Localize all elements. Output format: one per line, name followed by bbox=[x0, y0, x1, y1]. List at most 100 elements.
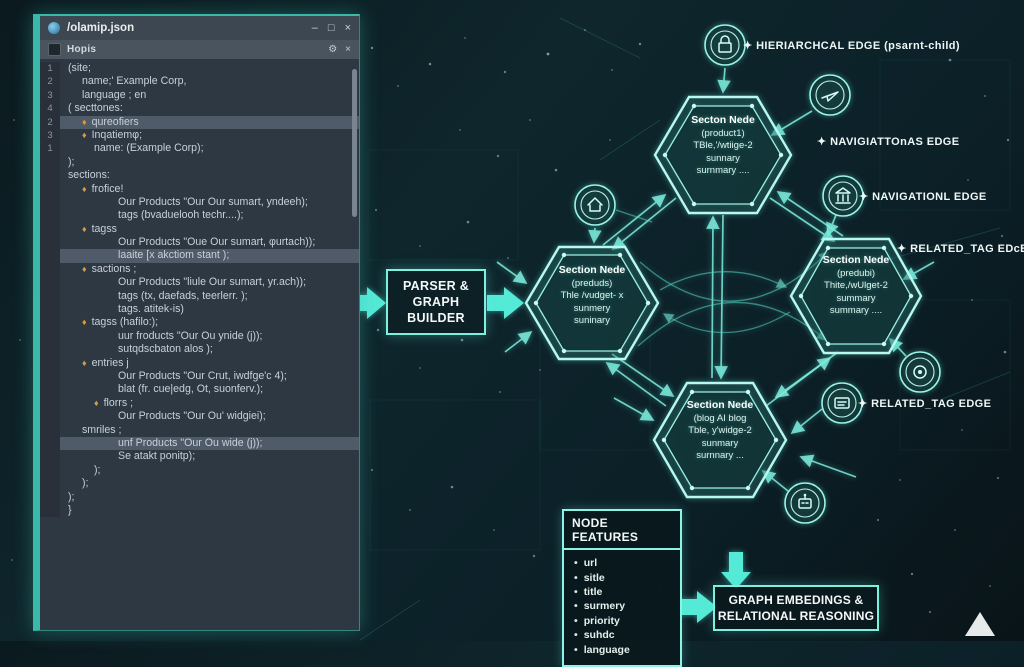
code-line: ); bbox=[40, 477, 359, 491]
graph-edges bbox=[496, 67, 935, 492]
code-line: 2♦qureofiers bbox=[40, 115, 359, 129]
code-line: unf Products "Our Ou wide (j)); bbox=[40, 436, 359, 451]
window-titlebar: /olamip.json – □ × bbox=[40, 16, 359, 40]
diamond-bullet-icon: ♦ bbox=[82, 357, 87, 368]
code-line: ♦florrs ; bbox=[40, 396, 359, 411]
code-line: sections: bbox=[40, 169, 359, 183]
code-line: Se atakt ponitp); bbox=[40, 450, 359, 464]
feature-item: •priority bbox=[574, 614, 620, 627]
cursor-triangle bbox=[965, 612, 995, 636]
code-line: ); bbox=[40, 490, 359, 504]
diamond-bullet-icon: ♦ bbox=[82, 116, 87, 127]
legend-related-tag-edge-2: ✦ RELATED_TAG EDGE bbox=[858, 398, 991, 410]
feature-item: •url bbox=[574, 557, 598, 570]
background-texture bbox=[11, 17, 1011, 641]
tab-close-icon[interactable]: × bbox=[345, 44, 351, 55]
bullet-icon: • bbox=[574, 629, 578, 642]
code-line: tags (tx, daefads, teerlerr. ); bbox=[40, 289, 359, 304]
target-icon bbox=[899, 351, 941, 393]
code-line: Our Products "Our Crut, iwdfge'c 4); bbox=[40, 369, 359, 384]
node-features-box: NODE FEATURES •url •sitle •title •surmer… bbox=[562, 509, 682, 667]
legend-icons bbox=[574, 24, 941, 524]
code-line: Our Products "Oue Our sumart, φurtach)); bbox=[40, 236, 359, 250]
code-line: 4( secttones: bbox=[40, 102, 359, 116]
legend-navigation-edge-2: ✦ NAVIGATIONL EDGE bbox=[859, 191, 987, 203]
node-features-list: •url •sitle •title •surmery •priority •s… bbox=[564, 550, 680, 665]
window-title: /olamip.json bbox=[67, 22, 135, 34]
code-line: ♦sactions ; bbox=[40, 262, 359, 277]
parser-graph-builder-box: PARSER & GRAPH BUILDER bbox=[386, 269, 486, 335]
hex-nodes bbox=[524, 95, 923, 499]
legend-navigation-edge-1: ✦ NAVIGIATTOnAS EDGE bbox=[817, 136, 960, 148]
code-line: uur froducts "Our Ou ynide (j)); bbox=[40, 329, 359, 344]
window-controls: – □ × bbox=[312, 22, 351, 34]
flow-arrow-parser-to-graph bbox=[487, 287, 524, 319]
house-icon bbox=[574, 184, 616, 226]
hex-node-bottom bbox=[652, 381, 788, 499]
code-line: blat (fr. cue|edg, Ot, suonferv.); bbox=[40, 383, 359, 397]
diamond-bullet-icon: ♦ bbox=[82, 223, 87, 234]
code-line: } bbox=[40, 503, 359, 518]
app-icon bbox=[48, 43, 61, 56]
maximize-button[interactable]: □ bbox=[327, 22, 335, 34]
code-line: ♦tagss (hafilo:); bbox=[40, 316, 359, 330]
bullet-icon: • bbox=[574, 585, 578, 598]
code-line: Our Products "Our Ou' widgiei); bbox=[40, 410, 359, 424]
flow-arrow-features-to-output bbox=[680, 591, 717, 623]
code-line: laaite [x akctiom stant ); bbox=[40, 249, 359, 263]
bullet-icon: • bbox=[574, 643, 578, 656]
legend-related-tag-edge-1: ✦ RELATED_TAG EDcE bbox=[897, 243, 1024, 255]
graph-embeddings-box: GRAPH EMBEDINGS & RELATIONAL REASONING bbox=[713, 585, 879, 631]
feature-item: •surmery bbox=[574, 600, 626, 613]
close-button[interactable]: × bbox=[344, 22, 351, 34]
scrollbar-thumb[interactable] bbox=[352, 69, 357, 217]
bullet-icon: • bbox=[574, 600, 578, 613]
diamond-bullet-icon: ♦ bbox=[82, 317, 87, 328]
file-icon bbox=[48, 22, 60, 34]
code-line: Our Products "liule Our sumart, yr.ach))… bbox=[40, 276, 359, 290]
code-line: Our Products "Our Our sumart, yndeeh); bbox=[40, 195, 359, 210]
hex-node-right bbox=[789, 237, 923, 355]
settings-gear-icon[interactable]: ⚙ bbox=[328, 44, 338, 55]
diamond-bullet-icon: ♦ bbox=[94, 397, 99, 408]
minimize-button[interactable]: – bbox=[311, 22, 318, 34]
lock-icon bbox=[704, 24, 746, 66]
flow-arrow-down-to-output bbox=[721, 552, 751, 589]
flow-arrow-editor-to-parser bbox=[352, 287, 386, 319]
code-line: 3♦Inqatiemφ; bbox=[40, 128, 359, 143]
legend-hierarchical-edge: ✦ HIERIARCHCAL EDGE (psarnt-child) bbox=[743, 40, 960, 52]
tab-label: Hopis bbox=[67, 44, 97, 55]
legend-labels: ✦ HIERIARCHCAL EDGE (psarnt-child) ✦ NAV… bbox=[743, 40, 1024, 410]
plane-icon bbox=[809, 74, 851, 116]
hex-node-left bbox=[524, 245, 660, 361]
diamond-bullet-icon: ♦ bbox=[82, 263, 87, 274]
hex-node-top bbox=[653, 95, 793, 215]
code-line: tags (bvaduelooh techr....); bbox=[40, 209, 359, 223]
code-line: ♦frofice! bbox=[40, 182, 359, 196]
diagram-layer: ✦ HIERIARCHCAL EDGE (psarnt-child) ✦ NAV… bbox=[11, 17, 1024, 641]
feature-item: •suhdc bbox=[574, 629, 615, 642]
robot-icon bbox=[784, 482, 826, 524]
code-line: smriles ; bbox=[40, 423, 359, 437]
diamond-bullet-icon: ♦ bbox=[82, 129, 87, 140]
bullet-icon: • bbox=[574, 557, 578, 570]
feature-item: •title bbox=[574, 585, 603, 598]
feature-item: •language bbox=[574, 643, 630, 656]
tab-controls: ⚙ × bbox=[328, 44, 351, 55]
bank-icon bbox=[822, 175, 864, 217]
code-line: tags. atitek-is) bbox=[40, 303, 359, 317]
code-line: ); bbox=[40, 463, 359, 478]
code-line: 1(site; bbox=[40, 62, 359, 76]
code-line: ); bbox=[40, 155, 359, 170]
code-line: ♦entries j bbox=[40, 356, 359, 370]
node-features-title: NODE FEATURES bbox=[564, 511, 680, 550]
editor-tabbar: Hopis ⚙ × bbox=[40, 40, 359, 59]
code-line: sutqdscbaton alos ); bbox=[40, 343, 359, 357]
flow-arrows bbox=[352, 287, 751, 623]
diamond-bullet-icon: ♦ bbox=[82, 183, 87, 194]
feature-item: •sitle bbox=[574, 571, 605, 584]
